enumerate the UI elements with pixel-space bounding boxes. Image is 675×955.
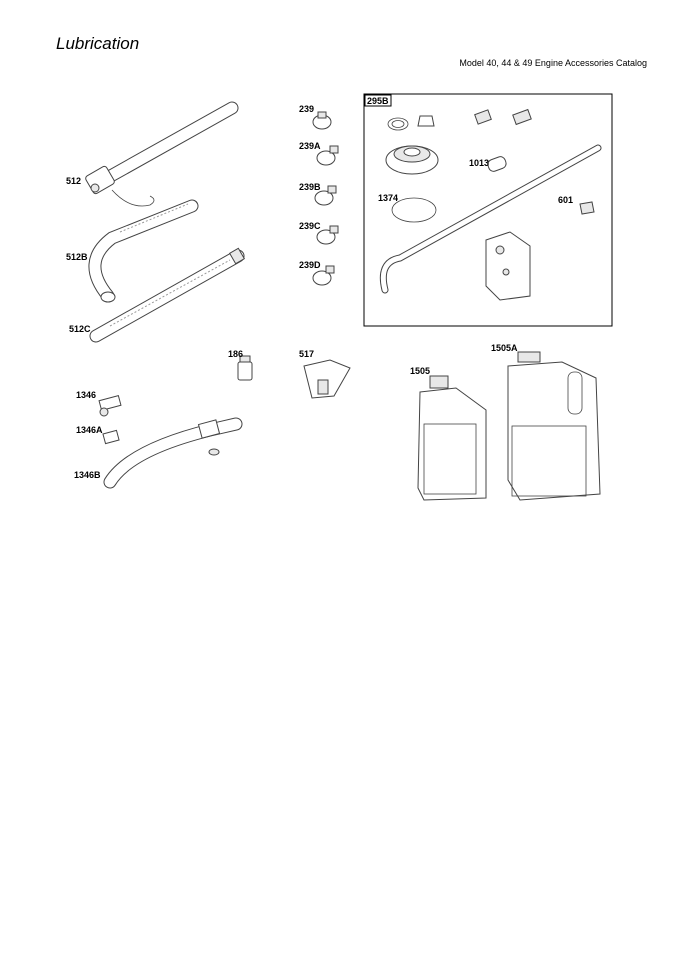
label-1374: 1374: [378, 193, 398, 203]
label-1505A: 1505A: [491, 343, 518, 353]
label-1013: 1013: [469, 158, 489, 168]
kit-295B-frame: [363, 93, 613, 327]
part-1505-oil-bottle[interactable]: [417, 375, 487, 501]
label-239A: 239A: [299, 141, 321, 151]
label-601: 601: [558, 195, 573, 205]
label-512B: 512B: [66, 252, 88, 262]
label-1505: 1505: [410, 366, 430, 376]
part-239B-fitting[interactable]: [314, 185, 337, 206]
label-186: 186: [228, 349, 243, 359]
label-517: 517: [299, 349, 314, 359]
part-1346-valve[interactable]: [98, 394, 122, 417]
kit-295B-parts[interactable]: [379, 108, 602, 301]
kit-295B-label-box: [364, 94, 392, 107]
part-517-bracket[interactable]: [303, 359, 351, 399]
label-239: 239: [299, 104, 314, 114]
label-1346B: 1346B: [74, 470, 101, 480]
label-512C: 512C: [69, 324, 91, 334]
part-186-fitting[interactable]: [237, 355, 253, 381]
part-512-tube[interactable]: [85, 101, 239, 207]
label-239B: 239B: [299, 182, 321, 192]
part-239D-fitting[interactable]: [312, 265, 335, 286]
label-239C: 239C: [299, 221, 321, 231]
part-1505A-oil-jug[interactable]: [507, 351, 601, 501]
part-1346B-hose[interactable]: [103, 417, 243, 489]
part-512C-hose[interactable]: [89, 247, 246, 343]
part-512B-hose[interactable]: [88, 199, 199, 303]
page-title: Lubrication: [56, 34, 140, 53]
label-1346: 1346: [76, 390, 96, 400]
part-239C-fitting[interactable]: [316, 225, 339, 245]
part-239-fitting[interactable]: [312, 111, 332, 130]
catalog-name: Model 40, 44 & 49 Engine Accessories Cat…: [459, 58, 647, 68]
label-1346A: 1346A: [76, 425, 103, 435]
part-1346A-fitting[interactable]: [102, 429, 120, 445]
label-295B: 295B: [367, 96, 389, 106]
label-512: 512: [66, 176, 81, 186]
label-239D: 239D: [299, 260, 321, 270]
part-239A-fitting[interactable]: [316, 145, 339, 166]
